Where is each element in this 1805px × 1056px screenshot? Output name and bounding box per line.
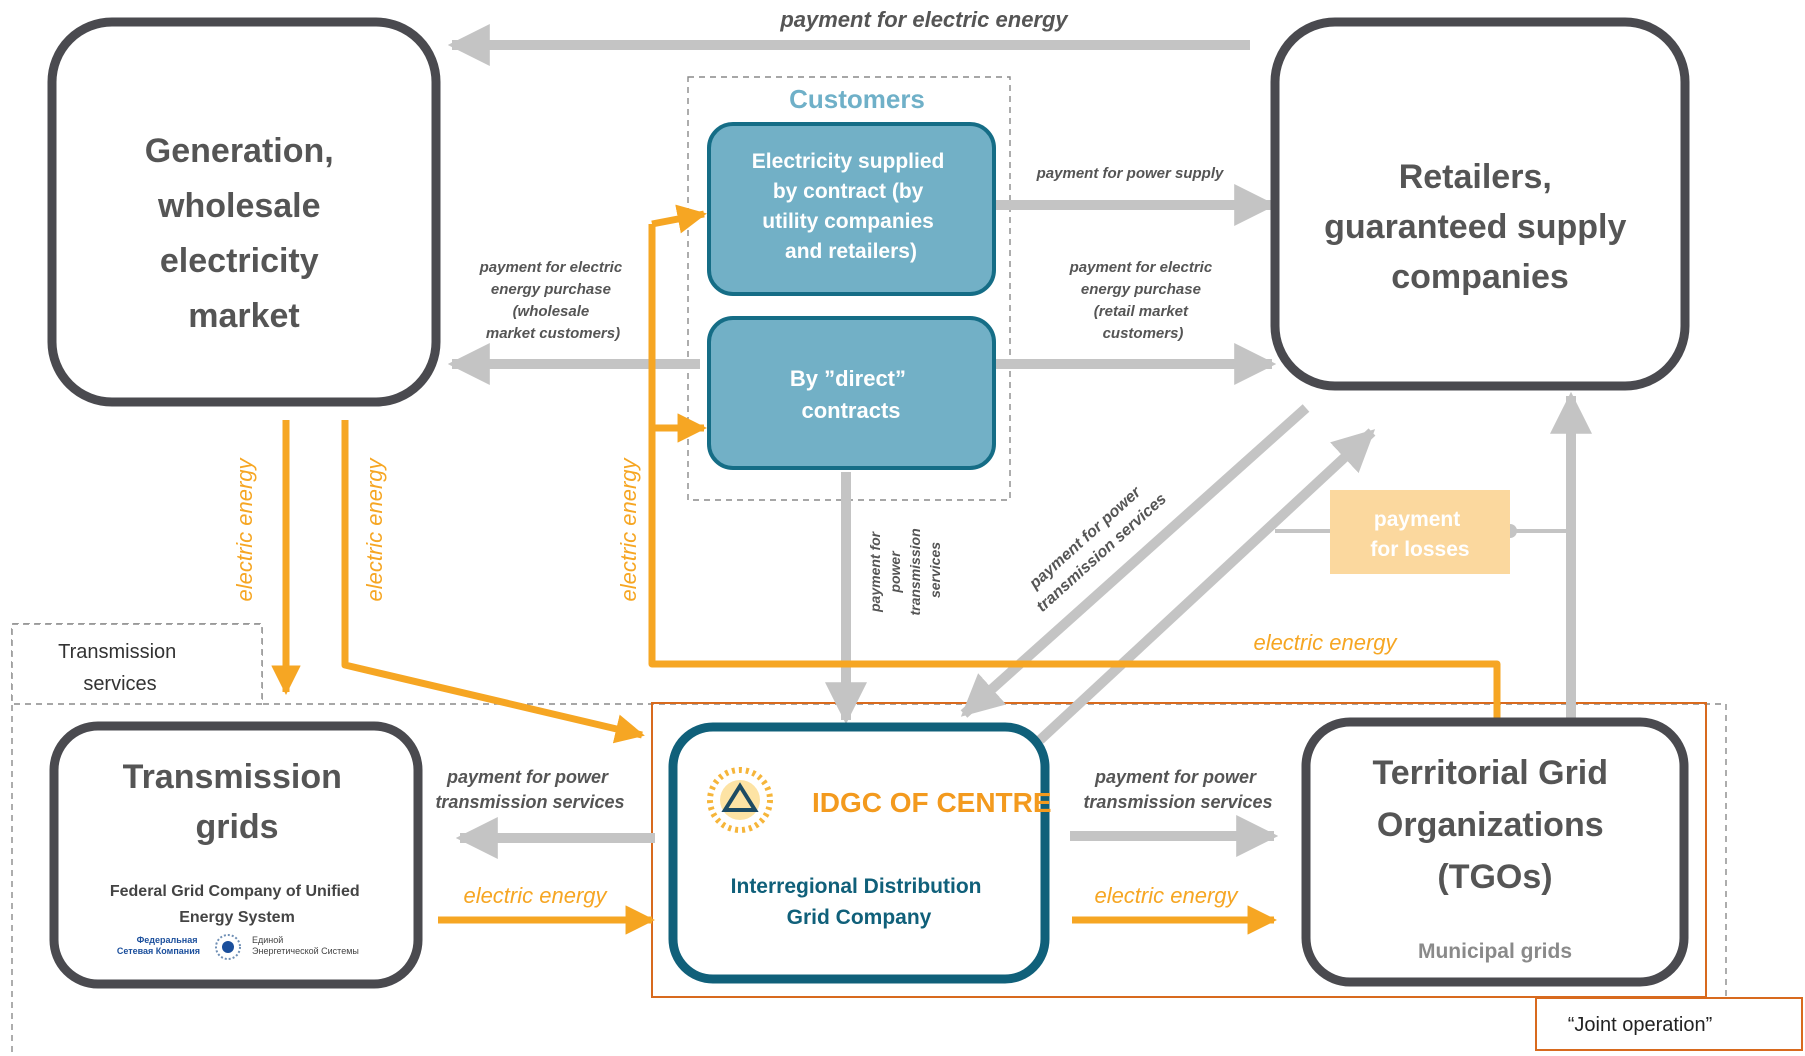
retailers-to-idgc-arrow <box>960 404 1310 718</box>
customers-title: Customers <box>789 84 925 114</box>
retailers-box <box>1270 17 1690 391</box>
right-transmission-payment-label: payment for power transmission services <box>1083 767 1272 812</box>
idgc-name: Interregional Distribution Grid Company <box>731 875 988 929</box>
direct-customers-label: By ”direct” contracts <box>790 366 912 423</box>
tgo-customers-energy-line <box>648 224 1501 722</box>
electric-energy-label-4: electric energy <box>1253 630 1398 655</box>
electric-energy-label-3: electric energy <box>616 456 641 601</box>
tgo-title: Territorial Grid Organizations (TGOs) <box>1373 754 1618 896</box>
fgc-logo-text-right: Единой Энергетической Системы <box>252 935 359 956</box>
joint-operation-frame <box>651 702 1707 998</box>
tgo-box <box>1301 717 1689 987</box>
left-transmission-payment-label: payment for power transmission services <box>435 767 624 812</box>
losses-label: payment for losses <box>1370 508 1469 561</box>
transmission-grids-box <box>49 721 423 989</box>
generation-box <box>47 17 441 407</box>
idgc-logo-icon <box>707 767 773 833</box>
generation-box-title: Generation, wholesale electricity market <box>145 132 343 335</box>
losses-box <box>1330 490 1510 574</box>
retail-purchase-label: payment for electric energy purchase (re… <box>1069 259 1217 342</box>
energy-to-contract-arrow <box>651 204 707 234</box>
idgc-box <box>668 722 1050 984</box>
idgc-logo-text: IDGC OF CENTRE <box>812 787 1052 818</box>
idgc-to-retailers-arrow <box>1036 428 1376 744</box>
transmission-payment-vertical-label: payment for power transmission services <box>867 524 943 615</box>
electric-energy-label-5: electric energy <box>463 883 608 908</box>
wholesale-purchase-label: payment for electric energy purchase (wh… <box>479 259 627 342</box>
joint-operation-label-box <box>1535 997 1803 1051</box>
direct-customers-box <box>707 316 996 470</box>
fgc-name: Federal Grid Company of Unified Energy S… <box>110 883 364 926</box>
transmission-services-label: Transmission services <box>58 641 182 695</box>
contract-customers-box <box>707 122 996 296</box>
top-payment-label: payment for electric energy <box>779 7 1069 32</box>
contract-customers-label: Electricity supplied by contract (by uti… <box>752 150 950 263</box>
fgc-logo-text-left: Федеральная Сетевая Компания <box>117 935 200 956</box>
power-supply-label: payment for power supply <box>1036 165 1224 182</box>
tgo-subtitle: Municipal grids <box>1418 940 1572 963</box>
electric-energy-label-1: electric energy <box>232 456 257 601</box>
fgc-logo-icon <box>215 934 241 960</box>
joint-operation-label: “Joint operation” <box>1568 1014 1713 1036</box>
generation-energy-arrow-2 <box>341 420 645 744</box>
retailers-box-title: Retailers, guaranteed supply companies <box>1324 158 1636 296</box>
electric-energy-label-6: electric energy <box>1094 883 1239 908</box>
transmission-services-label-box <box>11 623 263 705</box>
transmission-grids-title: Transmission grids <box>123 758 352 846</box>
electric-energy-label-2: electric energy <box>362 456 387 601</box>
